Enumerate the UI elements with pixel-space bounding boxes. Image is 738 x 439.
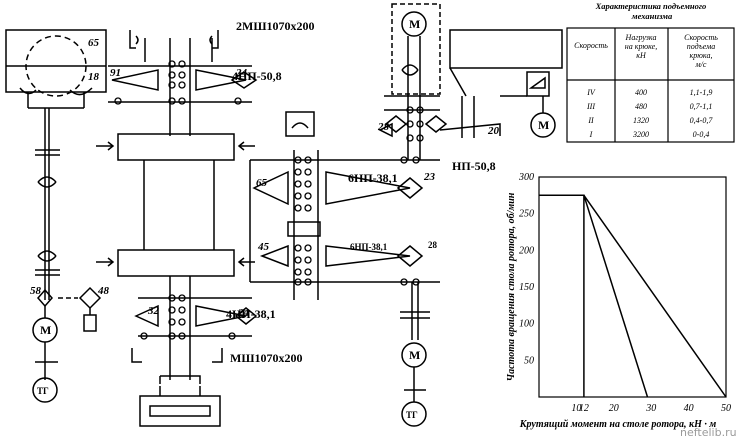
center-transmission [249,111,440,300]
label-brake-bottom: МШ1070х200 [230,351,303,365]
chart-y-tick: 200 [519,245,534,256]
label-18: 18 [88,71,100,83]
label-coupling-bottom: 4НП-38,1 [226,307,276,321]
table-cell: I [589,130,593,139]
chart-y-tick: 250 [519,209,534,220]
table-cell: 0-0,4 [693,130,710,139]
table-cell: 0,7-1,1 [690,102,713,111]
table-cell: 3200 [632,130,649,139]
table-caption-line2: механизма [631,11,673,21]
label-65: 65 [88,37,100,49]
table-cell: 480 [635,102,647,111]
chart-x-tick: 30 [645,403,656,414]
label-coupling-right: НП-50,8 [452,159,496,173]
label-20: 20 [487,125,500,137]
label-28b: 28 [377,121,390,133]
label-48: 48 [97,285,110,297]
chart-x-tick: 12 [579,403,589,414]
table-cell: 1320 [633,116,649,125]
table-cell: 1,1-1,9 [690,88,713,97]
table-cell: 400 [635,88,647,97]
chart-x-tick: 50 [721,403,731,414]
label-coupling-top: 4НП-50,8 [232,69,282,83]
main-gearbox [96,30,258,427]
chart-y-tick: 50 [524,355,534,366]
label-24b: 24 [237,307,250,319]
chart-x-tick: 40 [684,403,694,414]
label-65b: 65 [256,177,268,189]
motor-bottom-label: М [409,348,420,362]
table-header-0: Скорость [574,41,608,50]
scheme-labels: 2МШ1070х200 4НП-50,8 6НП-38,1 6НП-38,1 4… [30,17,549,420]
motor-top-label: М [409,17,420,31]
table-cell: IV [586,88,596,97]
chart-xlabel: Крутящий момент на столе ротора, кН · м [519,419,717,430]
table-cell: III [586,102,595,111]
right-drive [378,3,563,427]
label-23: 23 [423,171,436,183]
label-coupling-mid: 6НП-38,1 [348,171,398,185]
chart-series-line [539,194,585,397]
chart-frame [538,176,727,398]
motor-left-label: М [40,323,51,337]
label-28: 28 [428,240,438,250]
chart-marks [539,194,727,398]
tacho-left-label: ТГ [37,386,49,396]
chart-x-tick: 10 [571,403,581,414]
hoist-table: Характеристика подъемного механизма Скор… [566,1,735,143]
chart-series-line [583,194,727,398]
left-drum-assembly [5,29,107,403]
chart-series-line [583,195,649,398]
table-cell: II [587,116,594,125]
chart-ylabel: Частота вращения стола ротора, об/мин [506,192,517,381]
table-cell: 0,4-0,7 [690,116,714,125]
label-58: 58 [30,285,42,297]
label-brake-top: 2МШ1070х200 [236,19,315,33]
label-coupling-small: 6НП-38,1 [350,242,388,252]
chart-y-tick: 150 [519,282,534,293]
table-caption: Характеристика подъемного механизма [595,1,709,21]
chart-x-tick: 20 [609,403,619,414]
chart-y-tick: 300 [518,172,534,183]
tacho-right-label: ТГ [406,410,418,420]
label-32: 32 [147,305,160,317]
label-24a: 24 [235,67,248,79]
table-caption-line1: Характеристика подъемного [595,1,707,11]
label-91: 91 [110,67,121,79]
motor-small-label: М [538,118,549,132]
chart-y-tick: 100 [519,319,534,330]
label-45: 45 [257,241,270,253]
watermark: neftelib.ru [680,426,737,439]
